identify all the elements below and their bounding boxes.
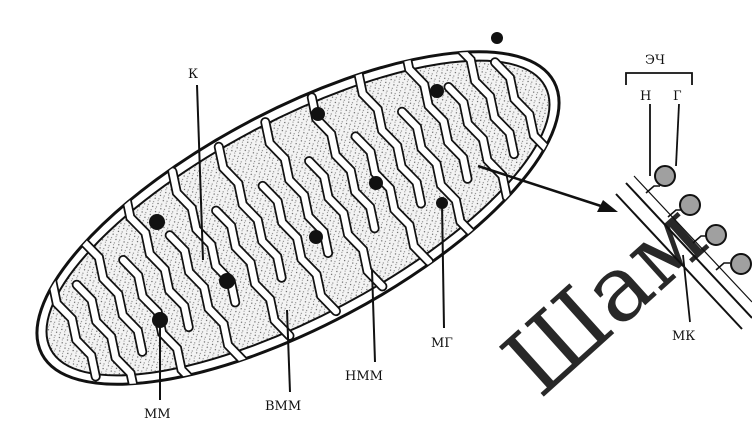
granule bbox=[309, 230, 323, 244]
label-k: К bbox=[188, 67, 198, 82]
label-mg: МГ bbox=[431, 336, 453, 351]
granule bbox=[219, 273, 235, 289]
granule bbox=[149, 214, 165, 230]
label-ech: ЭЧ bbox=[645, 53, 665, 68]
label-vmm: ВММ bbox=[265, 399, 301, 414]
granule bbox=[369, 176, 383, 190]
granule bbox=[311, 107, 325, 121]
granule bbox=[430, 84, 444, 98]
leader-g bbox=[676, 104, 679, 166]
label-nmm: НММ bbox=[345, 369, 383, 384]
label-g: Г bbox=[673, 89, 682, 104]
label-n: Н bbox=[640, 89, 651, 104]
granule bbox=[491, 32, 503, 44]
label-mk: МК bbox=[672, 329, 695, 344]
ech-bracket bbox=[626, 73, 692, 85]
watermark-text: Шам bbox=[483, 182, 727, 416]
label-mm: ММ bbox=[144, 407, 171, 422]
watermark: Шам bbox=[483, 182, 727, 416]
